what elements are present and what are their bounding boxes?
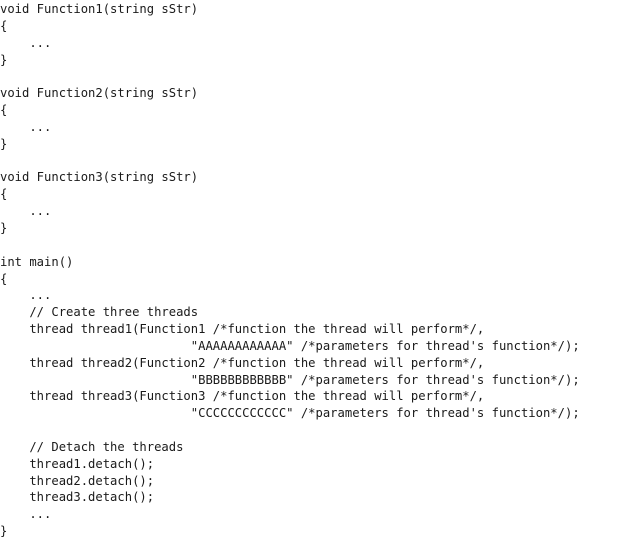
code-line: "BBBBBBBBBBBB" /*parameters for thread's… <box>0 372 580 387</box>
code-line: thread thread3(Function3 /*function the … <box>0 389 485 404</box>
code-line: } <box>0 136 8 151</box>
code-line: thread thread2(Function2 /*function the … <box>0 355 485 370</box>
code-line: ... <box>0 35 52 50</box>
code-line: } <box>0 220 8 235</box>
code-line <box>0 422 625 439</box>
code-line: { <box>0 103 8 118</box>
code-line: void Function2(string sStr) <box>0 86 199 101</box>
code-line: void Function3(string sStr) <box>0 170 199 185</box>
code-line: ... <box>0 507 52 522</box>
code-line: // Create three threads <box>0 305 199 320</box>
code-line: } <box>0 524 8 537</box>
code-line: thread2.detach(); <box>0 473 155 488</box>
code-line: thread3.detach(); <box>0 490 155 505</box>
code-line: { <box>0 187 8 202</box>
code-line: void Function1(string sStr) <box>0 2 199 16</box>
code-line: // Detach the threads <box>0 439 184 454</box>
code-line: ... <box>0 119 52 134</box>
code-line: "CCCCCCCCCCCC" /*parameters for thread's… <box>0 406 580 421</box>
code-line <box>0 237 625 254</box>
code-line: thread thread1(Function1 /*function the … <box>0 322 485 337</box>
code-line: ... <box>0 204 52 219</box>
code-line: } <box>0 52 8 67</box>
code-line <box>0 153 625 170</box>
code-line: "AAAAAAAAAAAA" /*parameters for thread's… <box>0 338 580 353</box>
code-line <box>0 68 625 85</box>
code-line: ... <box>0 288 52 303</box>
code-line: int main() <box>0 254 74 269</box>
code-line: { <box>0 271 8 286</box>
code-line: { <box>0 18 8 33</box>
code-line: thread1.detach(); <box>0 456 155 471</box>
